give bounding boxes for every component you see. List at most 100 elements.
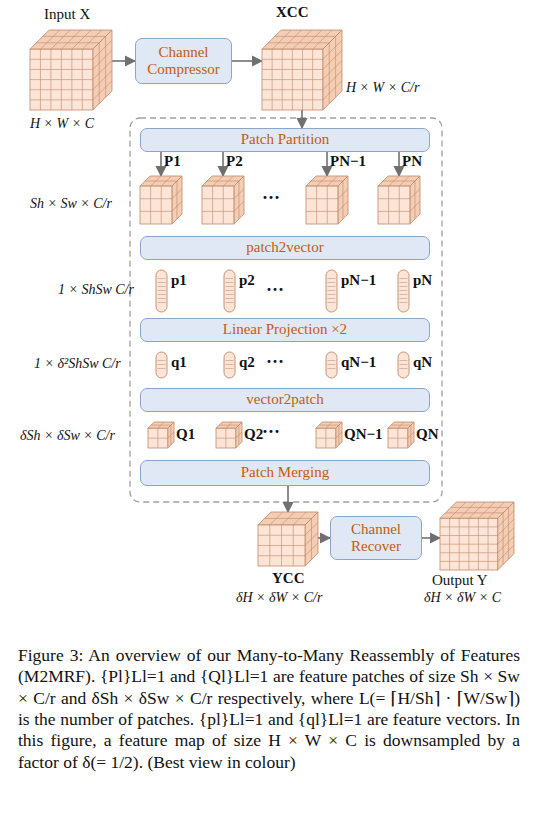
- cube-grid-line: [293, 525, 294, 566]
- vector-outline: [398, 352, 409, 378]
- feature-cube: Q2: [216, 422, 242, 448]
- cube-grid-line: [469, 502, 485, 518]
- flow-arrow: [326, 152, 328, 176]
- cube-grid-line: [451, 507, 509, 508]
- cube-outline: [140, 176, 182, 224]
- cube-shape: [140, 176, 182, 224]
- vector-outline: [398, 270, 409, 312]
- shape-name: qN: [413, 354, 432, 371]
- flow-arrow: [398, 152, 400, 176]
- cube-shape: [216, 422, 242, 448]
- cube-grid-line: [93, 50, 112, 69]
- ellipsis-mark: ···: [262, 188, 280, 209]
- cube-front: [306, 186, 338, 224]
- cube-grid-line: [258, 555, 305, 556]
- feature-cube: Q1: [148, 422, 174, 448]
- cube-grid-line: [323, 71, 342, 90]
- feature-vector: p2: [224, 270, 235, 312]
- cube-side: [336, 422, 342, 448]
- vector-grid-line: [226, 298, 234, 299]
- vector-grid-line: [328, 364, 336, 365]
- cube-front: [388, 428, 408, 448]
- cube-side: [408, 422, 414, 448]
- cube-grid-line: [440, 552, 498, 553]
- cube-front: [140, 186, 172, 224]
- vector-grid-line: [158, 298, 166, 299]
- cube-grid-line: [388, 438, 408, 439]
- cube-grid-line: [275, 36, 336, 37]
- dimension-label: H × W × C/r: [346, 80, 419, 96]
- cube-grid-line: [378, 198, 410, 199]
- cube-grid-line: [306, 198, 338, 199]
- vector-shape: [224, 270, 235, 312]
- cube-grid-line: [303, 30, 322, 49]
- cube-grid-line: [61, 30, 80, 49]
- vector-grid-line: [226, 278, 234, 279]
- vector-grid-line: [158, 364, 166, 365]
- feature-cube: Output Y: [440, 502, 514, 570]
- cube-grid-line: [151, 425, 171, 426]
- cube-grid-line: [93, 60, 112, 79]
- cube-outline: [440, 502, 514, 570]
- cube-side: [234, 176, 244, 224]
- cube-outline: [258, 512, 318, 566]
- cube-grid-line: [327, 186, 328, 224]
- cube-grid-line: [292, 30, 311, 49]
- feature-vector: qN−1: [326, 352, 337, 378]
- cube-grid-line: [145, 181, 177, 182]
- vector-grid-line: [328, 278, 336, 279]
- vector-capsule: [224, 352, 235, 378]
- cube-outline: [262, 30, 342, 110]
- cube-grid-line: [282, 30, 301, 49]
- cube-shape: [306, 176, 348, 224]
- cube-grid-line: [219, 425, 239, 426]
- dimension-label: 1 × δ²ShSw C/r: [34, 356, 121, 372]
- vector-grid-line: [400, 282, 408, 283]
- ellipsis-mark: ···: [266, 352, 284, 373]
- ellipsis-mark: ···: [262, 422, 280, 443]
- cube-outline: [378, 176, 420, 224]
- cube-shape: [30, 30, 112, 110]
- feature-vector: pN−1: [326, 270, 337, 312]
- vector-outline: [224, 270, 235, 312]
- cube-grid-line: [82, 49, 83, 110]
- cube-grid-line: [150, 186, 151, 224]
- cube-side: [236, 422, 242, 448]
- cube-shape: [440, 502, 514, 570]
- cube-grid-line: [414, 181, 415, 219]
- vector-grid-line: [328, 360, 336, 361]
- cube-grid-line: [312, 49, 313, 110]
- cube-grid-line: [176, 181, 177, 219]
- feature-vector: q1: [156, 352, 167, 378]
- vector-grid-line: [226, 282, 234, 283]
- cube-grid-line: [311, 181, 343, 182]
- band-label: vector2patch: [246, 391, 323, 408]
- cube-grid-line: [264, 518, 311, 519]
- cube-front: [262, 49, 323, 110]
- cube-shape: [262, 30, 342, 110]
- shape-name: QN−1: [344, 426, 383, 443]
- shape-name: QN: [416, 426, 439, 443]
- vector-shape: [156, 352, 167, 378]
- flow-arrow: [287, 486, 289, 512]
- vector-grid-line: [328, 290, 336, 291]
- cube-grid-line: [329, 43, 330, 104]
- cube-front: [30, 49, 93, 110]
- vector-grid-line: [226, 302, 234, 303]
- vector-grid-line: [226, 360, 234, 361]
- vector-grid-line: [328, 294, 336, 295]
- vector-outline: [326, 270, 337, 312]
- dimension-label: δH × δW × C/r: [236, 590, 322, 606]
- shape-name: Q1: [176, 426, 195, 443]
- cube-grid-line: [498, 519, 514, 535]
- cube-grid-line: [440, 561, 498, 562]
- cube-grid-line: [82, 30, 101, 49]
- vector-grid-line: [226, 286, 234, 287]
- vector-grid-line: [400, 294, 408, 295]
- vector-grid-line: [400, 286, 408, 287]
- feature-cube: P2: [202, 176, 244, 224]
- dashed-module-frame: [130, 118, 442, 502]
- cube-outline: [30, 30, 112, 110]
- cube-side: [498, 502, 514, 570]
- vector-outline: [326, 352, 337, 378]
